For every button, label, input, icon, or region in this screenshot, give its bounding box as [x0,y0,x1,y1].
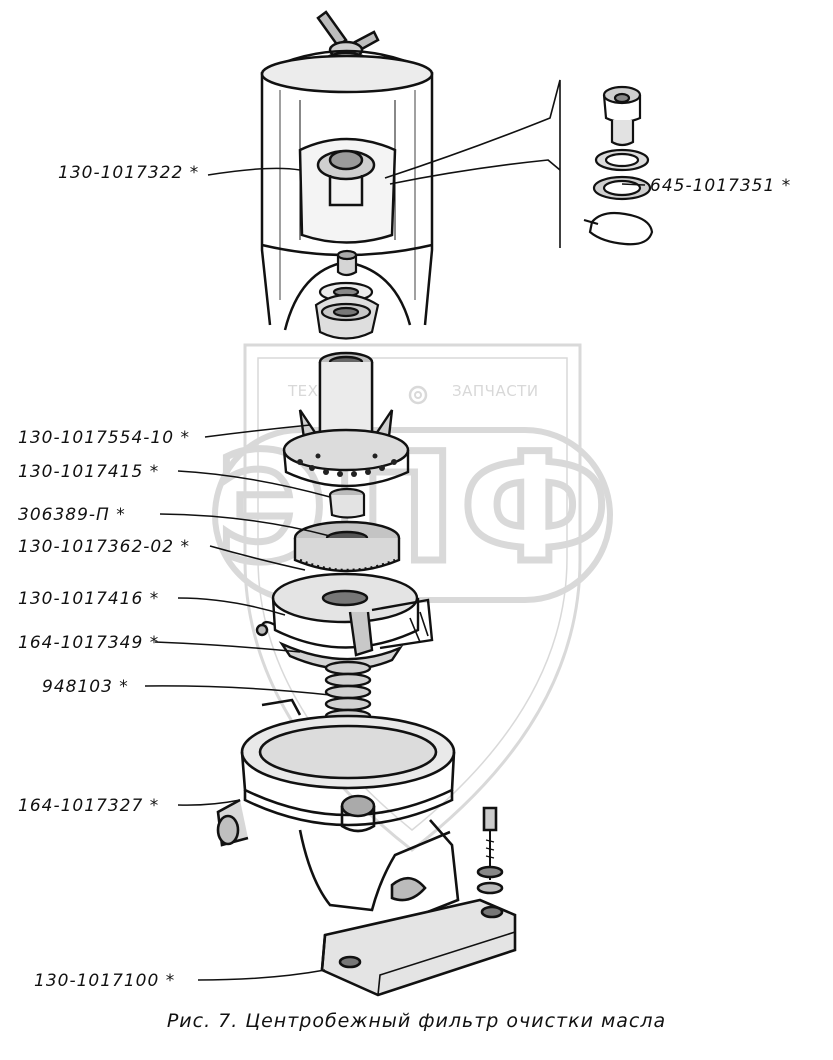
rotor-body-part [282,351,410,488]
callout-label-cap-nut: 645-1017351 * [650,176,792,196]
callout-label-base: 130-1017100 * [34,971,176,991]
cap-nut-assembly-part [583,85,654,246]
watermark-word-right: ЗАПЧАСТИ [452,382,539,400]
spring-part [324,660,372,724]
callout-label-cover: 130-1017322 * [58,163,200,183]
callout-label-nozzle: 164-1017349 * [18,633,160,653]
gear-icon [408,385,428,405]
callout-label-ring: 306389-П * [18,505,126,525]
filter-housing-part [216,698,504,917]
watermark-logo-letters: ЭПФ [217,422,613,596]
rotor-nut-and-seal [314,249,380,340]
rotor-base-part [293,520,401,573]
callout-label-axle: 130-1017416 * [18,589,160,609]
callout-label-housing: 164-1017327 * [18,796,160,816]
figure-caption: Рис. 7. Центробежный фильтр очистки масл… [166,1010,667,1032]
rotor-axle-part [255,572,434,671]
filter-base-part [320,898,517,997]
leader-lines [144,167,646,981]
callout-label-rotor-body: 130-1017554-10 * [18,428,190,448]
spacer-washer-part [328,487,366,519]
callout-label-washer: 130-1017415 * [18,462,160,482]
callout-label-spring: 948103 * [42,677,129,697]
inset-bracket [384,79,561,248]
rotor-cover-part [260,10,434,331]
callout-label-rotor-base: 130-1017362-02 * [18,537,190,557]
